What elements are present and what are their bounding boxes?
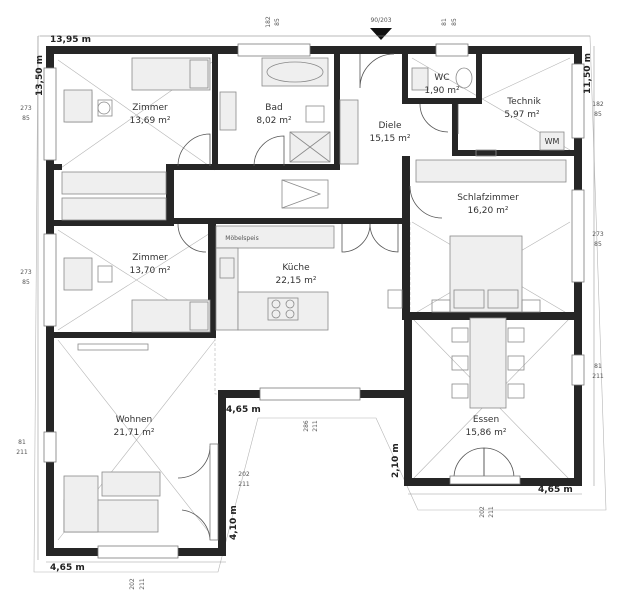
room-name: Küche: [282, 263, 310, 273]
dim-top-width: 13,95 m: [50, 35, 91, 45]
windows[interactable]: [43, 43, 585, 559]
opening-labels: 182 85 90/203 81 85 273 85 273 85 81 211…: [16, 16, 604, 590]
washing-machine-label: WM: [545, 137, 560, 146]
dim-right-height: 11,50 m: [583, 53, 593, 94]
svg-text:202: 202: [238, 471, 250, 478]
svg-text:202: 202: [479, 506, 486, 518]
room-area: 15,15 m²: [369, 134, 410, 144]
dim-bottom-left: 4,65 m: [50, 563, 85, 573]
dimension-lines: [37, 35, 595, 563]
svg-text:81: 81: [441, 18, 448, 26]
svg-text:85: 85: [451, 18, 458, 26]
svg-text:85: 85: [594, 111, 602, 118]
room-area: 13,70 m²: [129, 266, 170, 276]
room-name: Schlafzimmer: [457, 193, 519, 203]
svg-text:211: 211: [312, 420, 319, 432]
room-area: 1,90 m²: [424, 86, 460, 96]
room-area: 15,86 m²: [465, 428, 506, 438]
svg-text:211: 211: [238, 481, 250, 488]
coffee-table: [101, 471, 161, 497]
bathtub: [261, 57, 329, 87]
room-area: 13,69 m²: [129, 116, 170, 126]
svg-text:81: 81: [18, 439, 26, 446]
svg-text:85: 85: [274, 18, 281, 26]
svg-text:202: 202: [129, 578, 136, 590]
svg-text:273: 273: [592, 231, 604, 238]
room-area: 8,02 m²: [256, 116, 292, 126]
dining-table: [469, 317, 507, 409]
bed-lower: [131, 299, 211, 333]
room-labels: Zimmer 13,69 m² Bad 8,02 m² Diele 15,15 …: [113, 73, 541, 438]
desk-top: [63, 89, 93, 123]
room-name: WC: [434, 73, 449, 83]
svg-text:211: 211: [16, 449, 28, 456]
wardrobe-bedroom: [415, 159, 567, 183]
dim-notch-left-height: 4,10 m: [229, 505, 239, 540]
room-name: Diele: [378, 121, 401, 131]
dim-bottom-right: 4,65 m: [538, 485, 573, 495]
room-area: 21,71 m²: [113, 428, 154, 438]
wardrobe-1: [61, 171, 167, 195]
diele-cabinet: [339, 99, 359, 165]
room-name: Bad: [265, 103, 282, 113]
svg-text:182: 182: [592, 101, 604, 108]
wardrobe-2: [61, 197, 167, 221]
room-area: 22,15 m²: [275, 276, 316, 286]
dim-left-height: 13,50 m: [35, 55, 45, 96]
furniture-storage-label: Möbelspeis: [225, 235, 258, 242]
wc-sink: [411, 67, 429, 91]
svg-text:85: 85: [22, 279, 30, 286]
washing-machine: [539, 131, 565, 151]
furniture: [61, 57, 567, 533]
double-bed: [449, 235, 523, 313]
desk-lower: [63, 257, 93, 291]
kitchen-counter-left: [215, 247, 239, 331]
attic-hatch: [281, 179, 329, 209]
dim-notch-width: 4,65 m: [226, 405, 261, 415]
entrance-label: 90/203: [370, 17, 391, 24]
sink-bad: [219, 91, 237, 131]
svg-text:85: 85: [594, 241, 602, 248]
bed-top: [131, 57, 211, 91]
svg-text:211: 211: [488, 506, 495, 518]
room-area: 5,97 m²: [504, 110, 540, 120]
svg-text:273: 273: [20, 105, 32, 112]
svg-text:85: 85: [22, 115, 30, 122]
svg-text:81: 81: [594, 363, 602, 370]
doors[interactable]: [177, 53, 521, 541]
room-area: 16,20 m²: [467, 206, 508, 216]
room-name: Zimmer: [132, 103, 168, 113]
svg-text:211: 211: [139, 578, 146, 590]
room-name: Zimmer: [132, 253, 168, 263]
svg-text:273: 273: [20, 269, 32, 276]
room-name: Technik: [506, 97, 541, 107]
svg-text:182: 182: [265, 16, 272, 28]
kitchen-counter-top: [215, 225, 335, 249]
entrance-marker: [370, 28, 392, 40]
room-name: Wohnen: [116, 415, 153, 425]
dim-notch-right-height: 2,10 m: [391, 443, 401, 478]
svg-text:211: 211: [592, 373, 604, 380]
room-name: Essen: [473, 415, 499, 425]
svg-text:286: 286: [303, 420, 310, 432]
